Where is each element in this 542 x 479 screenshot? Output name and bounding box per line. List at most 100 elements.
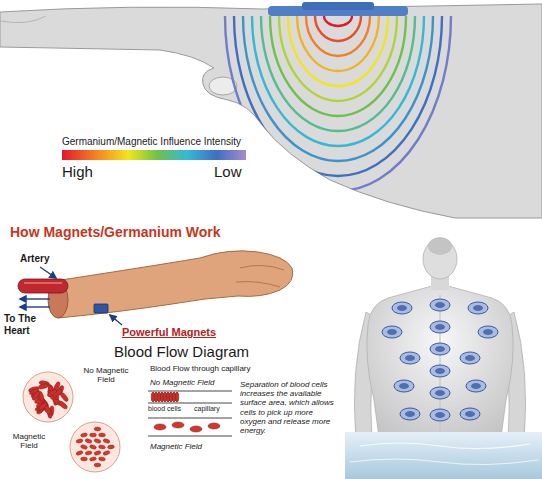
red-cell: [103, 438, 111, 443]
pad-core: [435, 368, 445, 374]
magnet-pads: [382, 299, 498, 421]
red-cell: [154, 424, 166, 430]
capillary-figure: [148, 391, 232, 436]
field-lines: [225, 16, 451, 191]
pad-rim: [392, 302, 412, 314]
red-cell: [98, 445, 105, 450]
red-cell: [89, 444, 97, 450]
field-line: [261, 16, 415, 131]
field-line: [225, 16, 451, 191]
field-line: [270, 16, 406, 116]
pad-rim: [400, 352, 420, 364]
field-line: [306, 16, 370, 56]
magnet-pad: [430, 343, 450, 355]
pad-core: [405, 355, 415, 361]
cell-sample-circle: [70, 422, 120, 472]
pad-rim: [478, 326, 498, 338]
back-figure: [345, 237, 542, 479]
pad-rim: [430, 409, 450, 421]
red-cell: [89, 456, 96, 461]
pad-core: [397, 305, 407, 311]
clumped-cells: [28, 380, 69, 418]
red-cell: [80, 444, 88, 449]
field-line: [324, 16, 352, 26]
diagram-heading: Blood Flow Diagram: [114, 343, 249, 360]
flow-label: To The Heart: [4, 313, 48, 336]
red-cell: [58, 400, 69, 410]
pad-rim: [460, 408, 480, 420]
water-ripple: [350, 459, 538, 465]
magnet-pad: [478, 326, 498, 338]
flow-arrow: [20, 298, 50, 299]
magnet-pad: [400, 352, 420, 364]
red-cell: [38, 383, 49, 390]
pad-core: [435, 346, 445, 352]
capillary-wall: [148, 391, 232, 392]
red-cell: [94, 463, 101, 467]
finger-line: [240, 265, 284, 270]
field-line: [297, 16, 379, 71]
pad-core: [435, 302, 445, 308]
germanium-stone: [302, 2, 374, 10]
water: [345, 432, 542, 479]
torso: [367, 286, 513, 445]
magnet-pad: [430, 365, 450, 377]
scale-end-label: High: [62, 163, 93, 180]
red-cell: [85, 438, 93, 444]
red-cell: [90, 433, 97, 437]
fingernail-line: [0, 16, 46, 23]
separated-cells: [76, 427, 115, 467]
red-cell: [47, 388, 58, 397]
hand-outline: [0, 4, 542, 218]
pad-rim: [394, 380, 414, 392]
red-cell: [76, 438, 84, 443]
red-cell: [76, 450, 84, 456]
field-line: [315, 16, 361, 41]
state-label: Magnetic Field: [150, 442, 202, 451]
hand-figure: [0, 2, 542, 218]
red-cell: [175, 392, 179, 402]
pad-core: [471, 383, 481, 389]
red-cell: [103, 450, 111, 456]
pad-rim: [466, 380, 486, 392]
part-label: Artery: [20, 253, 49, 265]
red-cell: [80, 457, 87, 461]
red-cell: [37, 401, 48, 411]
red-cell: [98, 457, 105, 462]
pad-core: [399, 383, 409, 389]
pad-core: [435, 324, 445, 330]
state-label: Magnetic Field: [8, 432, 50, 450]
cell-sample-circle: [23, 372, 73, 422]
field-line: [279, 16, 397, 101]
magnet-pad: [394, 380, 414, 392]
arm-outline: [48, 251, 293, 318]
magnet-pointer: [110, 315, 122, 325]
stacked-cells: [151, 392, 179, 402]
finger-line: [236, 282, 280, 287]
state-label: No Magnetic Field: [150, 378, 214, 387]
magnet-pad: [466, 380, 486, 392]
capillary-wall: [148, 436, 232, 437]
capillary-wall: [148, 418, 232, 419]
pad-core: [473, 305, 483, 311]
field-line: [288, 16, 388, 86]
red-cell: [107, 445, 114, 450]
pad-core: [435, 390, 445, 396]
explanation-note: Separation of blood cells increases the …: [240, 380, 340, 435]
part-label: Powerful Magnets: [122, 326, 216, 339]
artery-highlight: [24, 282, 62, 284]
scale-end-label: Low: [214, 163, 242, 180]
arm-figure: [18, 251, 293, 325]
artery-pointer: [40, 267, 56, 278]
hair-bun: [428, 237, 452, 255]
pad-rim: [460, 352, 480, 364]
red-cell: [80, 432, 88, 437]
red-cell: [94, 427, 101, 431]
pad-core: [483, 329, 493, 335]
pad-rim: [430, 343, 450, 355]
spaced-cells: [154, 422, 220, 432]
section-title: How Magnets/Germanium Work: [10, 224, 221, 240]
part-label: capillary: [194, 405, 220, 413]
pad-rim: [430, 387, 450, 399]
